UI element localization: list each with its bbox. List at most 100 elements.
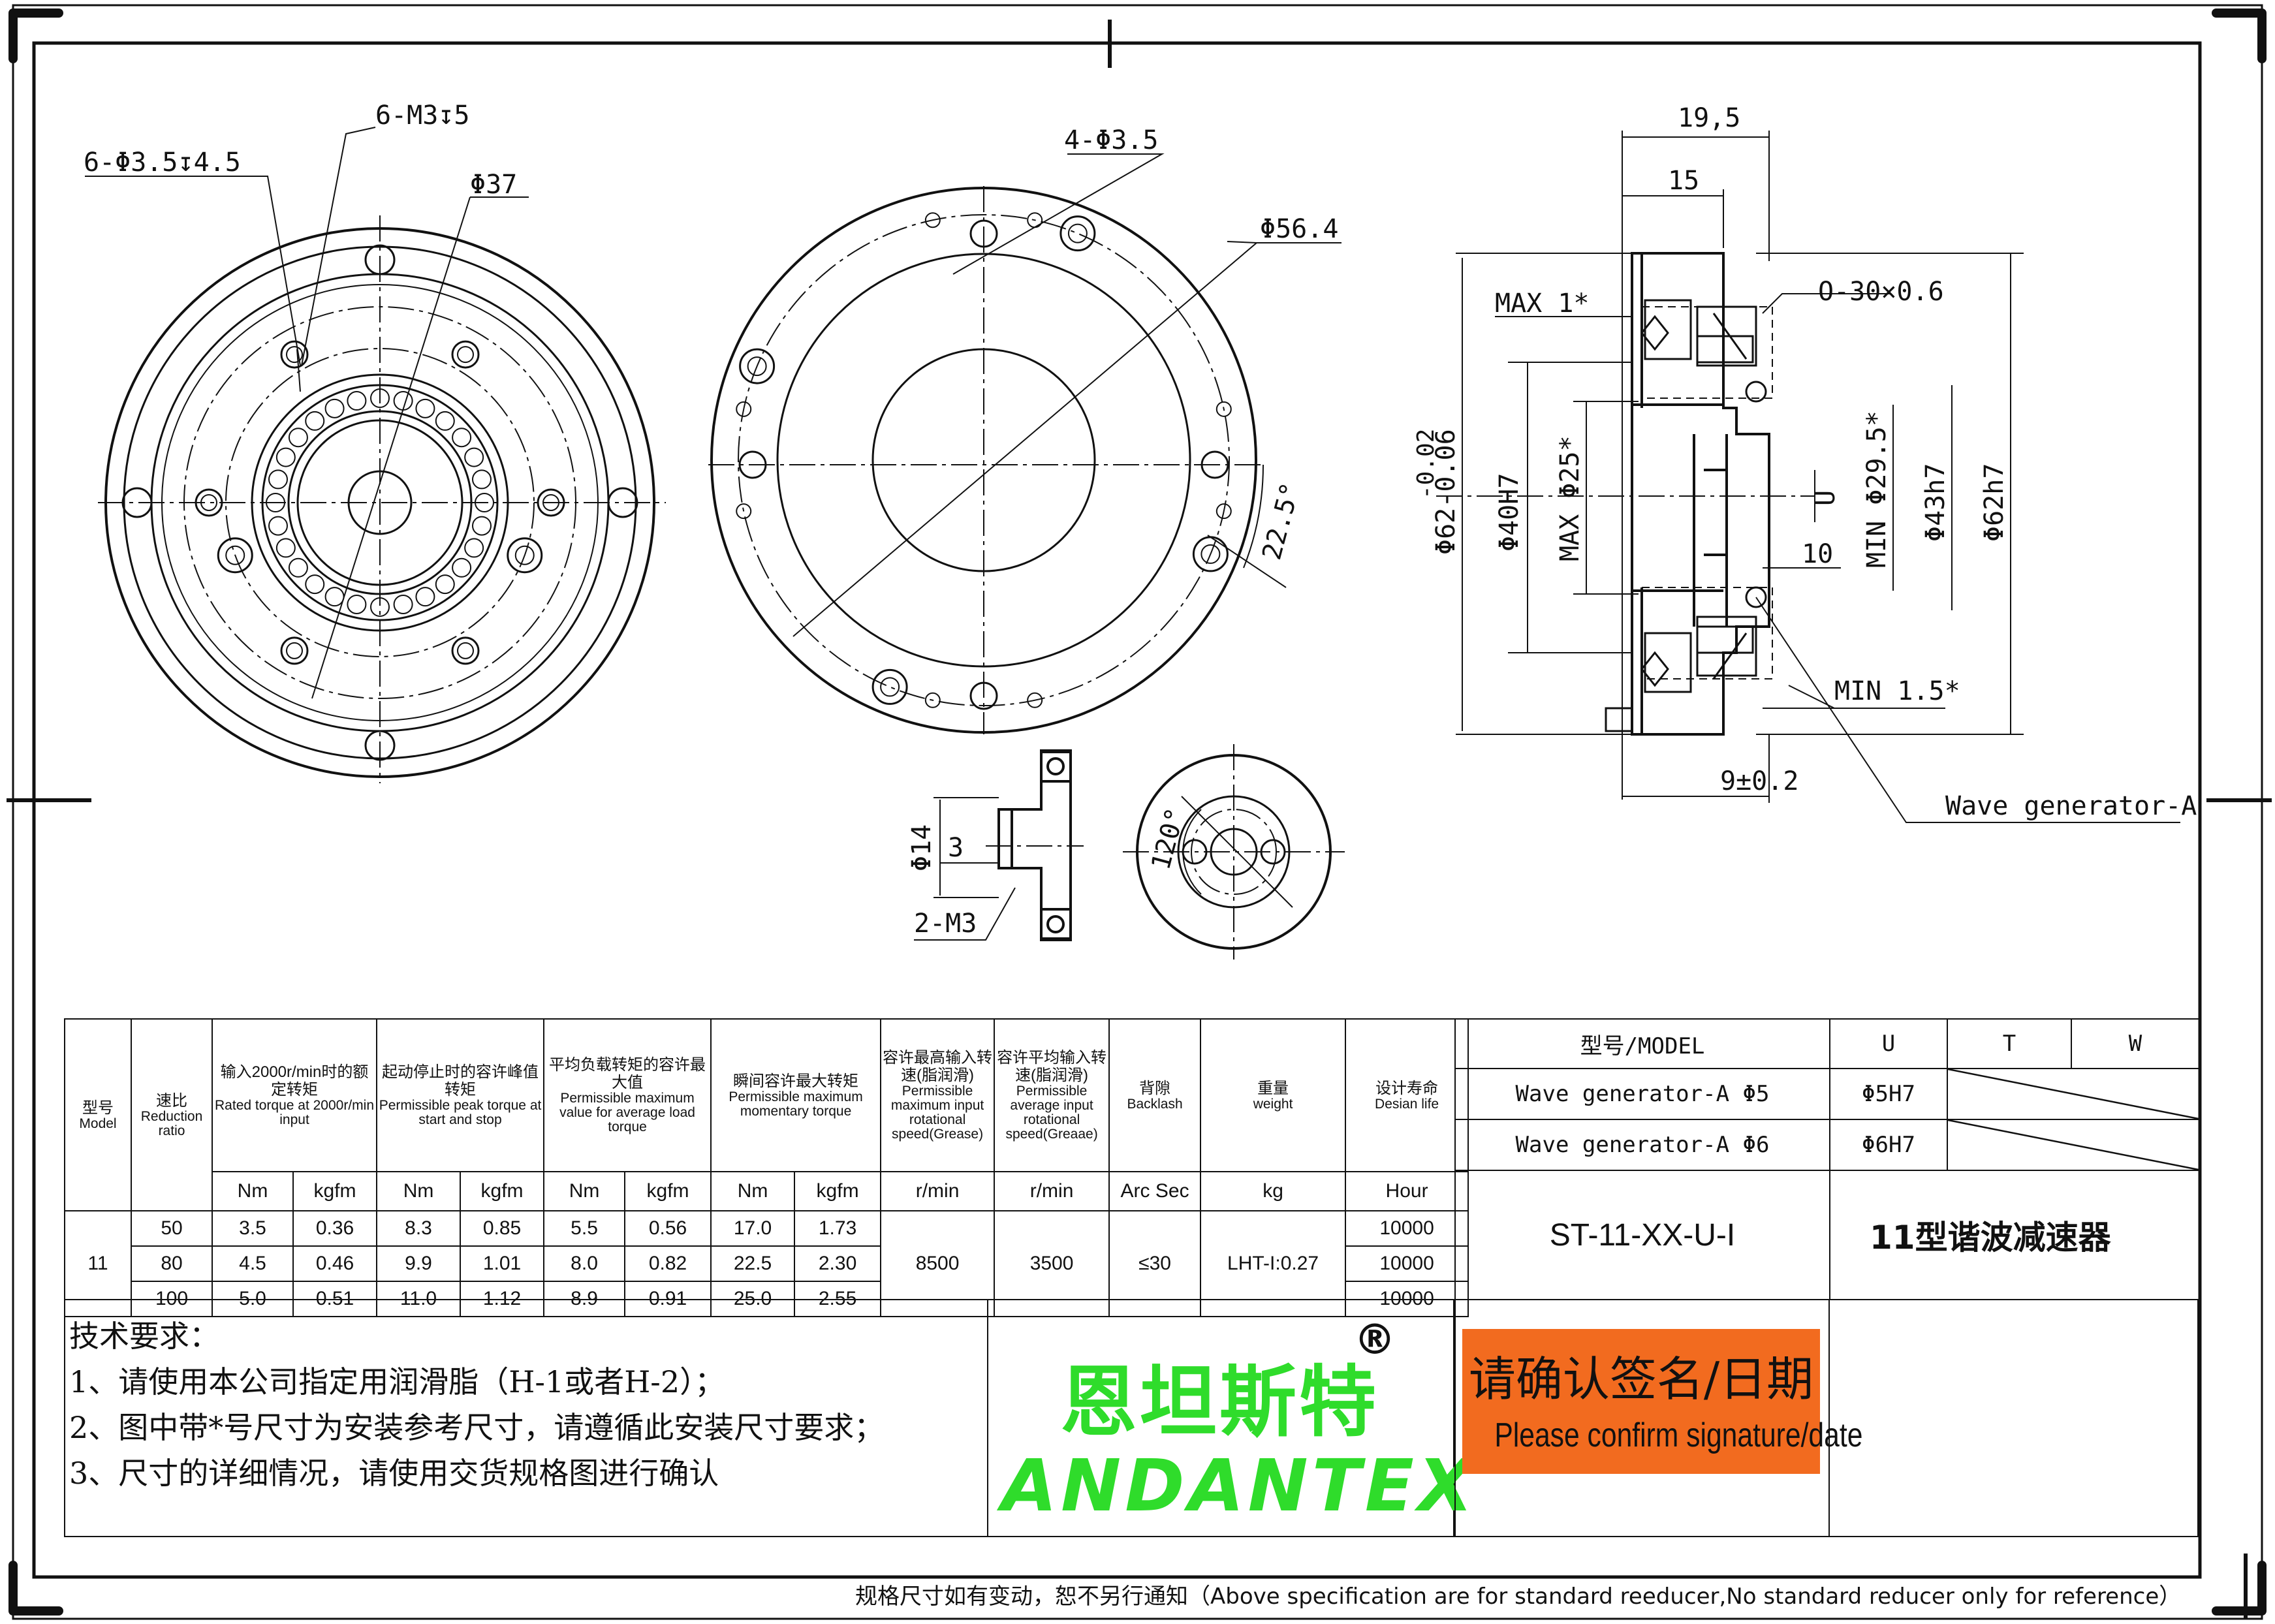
mount-hole (121, 487, 153, 518)
unit-cell: kg (1200, 1171, 1347, 1211)
back-callout-dia: Φ56.4 (1260, 214, 1338, 244)
back-small-hole (1027, 692, 1043, 708)
back-small-hole (736, 503, 752, 520)
dim-tol-upper: -0.02 (1413, 429, 1439, 499)
mount-hole (364, 244, 396, 275)
value-cell: 8.0 (543, 1245, 626, 1282)
unit-cell: kgfm (292, 1171, 378, 1211)
dim-9: 9±0.2 (1720, 766, 1798, 796)
spec-table: 型号 Model 速比 Reduction ratio 输入2000r/min时… (64, 1018, 1469, 1317)
value-cell: 9.9 (376, 1245, 462, 1282)
dim-phi62-tol: Φ62-0.06 (1431, 429, 1461, 555)
back-bolt-hole (739, 348, 776, 384)
back-hole (969, 219, 998, 248)
wg-label: Wave generator-A Φ5 (1454, 1068, 1830, 1120)
tapped-hole (280, 636, 309, 665)
dim-phi43: Φ43h7 (1921, 463, 1951, 542)
wg-u: Φ5H7 (1829, 1068, 1948, 1120)
value-cell: 0.56 (624, 1210, 712, 1247)
signature-banner[interactable]: 请确认签名/日期 Please confirm signature/date (1462, 1329, 1863, 1474)
bearing-ball (305, 411, 325, 431)
bearing-balls (266, 388, 494, 617)
unit-cell: kgfm (460, 1171, 545, 1211)
tapped-hole (451, 636, 480, 665)
back-callout-angle: 22.5° (1257, 479, 1306, 563)
bearing-ball (288, 428, 308, 448)
value-cell: 1.73 (794, 1210, 882, 1247)
back-small-hole (924, 692, 941, 708)
technical-requirements: 技术要求： 1、请使用本公司指定用润滑脂（H-1或者H-2）； 2、图中带*号尺… (64, 1299, 988, 1537)
na-cell (1947, 1068, 2200, 1120)
bearing-ball (275, 447, 296, 467)
hub-section-view: Φ14 3 2-M3 (907, 749, 1084, 941)
dim-min-1-5: MIN 1.5* (1834, 676, 1960, 706)
tapped-hole (451, 340, 480, 369)
bearing-ball (415, 398, 435, 418)
bearing-ball (471, 469, 492, 490)
back-small-hole (1216, 401, 1232, 417)
unit-cell: r/min (880, 1171, 996, 1211)
col-w: W (2071, 1018, 2200, 1069)
front-view: 6-M3↧5 6-Φ3.5↧4.5 Φ37 (84, 101, 666, 783)
corner-marks (8, 8, 2267, 1616)
back-hole (738, 450, 767, 479)
table-row: 80 4.5 0.46 9.9 1.01 8.0 0.82 22.5 2.30 … (65, 1245, 1469, 1282)
bearing-ball (435, 574, 455, 595)
bearing-ball (275, 538, 296, 558)
hdr-rated-torque: 输入2000r/min时的额定转矩 Rated torque at 2000r/… (211, 1018, 378, 1172)
front-callout-hole: 6-Φ3.5↧4.5 (84, 148, 241, 178)
bearing-ball (324, 587, 345, 607)
wave-generator-label: Wave generator-A (1945, 791, 2197, 821)
value-cell: 2.30 (794, 1245, 882, 1282)
unit-cell: Nm (543, 1171, 626, 1211)
wg-label: Wave generator-A Φ6 (1454, 1119, 1830, 1171)
unit-cell: Nm (376, 1171, 462, 1211)
bearing-ball (305, 574, 325, 595)
back-view: Φ56.4 4-Φ3.5 22.5° (708, 125, 1341, 734)
hdr-peak-torque: 起动停止时的容许峰值转矩 Permissible peak torque at … (376, 1018, 545, 1172)
signature-label-en: Please confirm signature/date (1494, 1416, 1863, 1454)
inner-border (32, 41, 2202, 1579)
registered-mark: ® (1354, 1316, 1396, 1364)
part-number: ST-11-XX-U-I (1454, 1170, 1830, 1300)
bearing-ball (464, 447, 484, 467)
life-cell: 10000 (1345, 1210, 1469, 1247)
unit-cell: kgfm (794, 1171, 882, 1211)
note-item: 1、请使用本公司指定用润滑脂（H-1或者H-2）； (69, 1364, 725, 1399)
unit-cell: kgfm (624, 1171, 712, 1211)
hub-dim-2-m3: 2-M3 (914, 909, 977, 939)
model-header: 型号/MODEL (1454, 1018, 1830, 1069)
mount-hole (364, 730, 396, 761)
na-cell (1947, 1119, 2200, 1171)
hdr-backlash: 背隙 Backlash (1108, 1018, 1202, 1172)
unit-cell: Hour (1345, 1171, 1469, 1211)
hdr-avg-speed: 容许平均输入转速(脂润滑) Permissible average input … (994, 1018, 1110, 1172)
bearing-ball (452, 428, 472, 448)
ratio-cell: 50 (131, 1210, 213, 1247)
dim-phi62: Φ62h7 (1979, 463, 2009, 542)
signature-label-cn: 请确认签名/日期 (1468, 1352, 1814, 1407)
value-cell: 0.36 (292, 1210, 378, 1247)
back-hole (1200, 450, 1229, 479)
counterbore-hole (217, 537, 253, 574)
bearing-ball (415, 587, 435, 607)
dim-19-5: 19,5 (1678, 103, 1740, 133)
hdr-avg-torque: 平均负载转矩的容许最大值 Permissible maximum value f… (543, 1018, 712, 1172)
back-small-hole (736, 401, 752, 417)
back-bolt-hole (871, 668, 908, 705)
hdr-life: 设计寿命 Desian life (1345, 1018, 1469, 1172)
center-marks (7, 20, 2272, 1619)
blank-signature-field[interactable] (1828, 1299, 2199, 1537)
bearing-ball (464, 538, 484, 558)
tapped-hole (280, 340, 309, 369)
value-cell: 5.5 (543, 1210, 626, 1247)
unit-cell: Nm (212, 1171, 294, 1211)
logo-en: ANDANTEX (1001, 1444, 1477, 1527)
bearing-ball (347, 594, 367, 614)
value-cell: 1.01 (460, 1245, 545, 1282)
section-dim-lines (1456, 131, 2180, 823)
value-cell: 0.82 (624, 1245, 712, 1282)
unit-cell: r/min (994, 1171, 1110, 1211)
